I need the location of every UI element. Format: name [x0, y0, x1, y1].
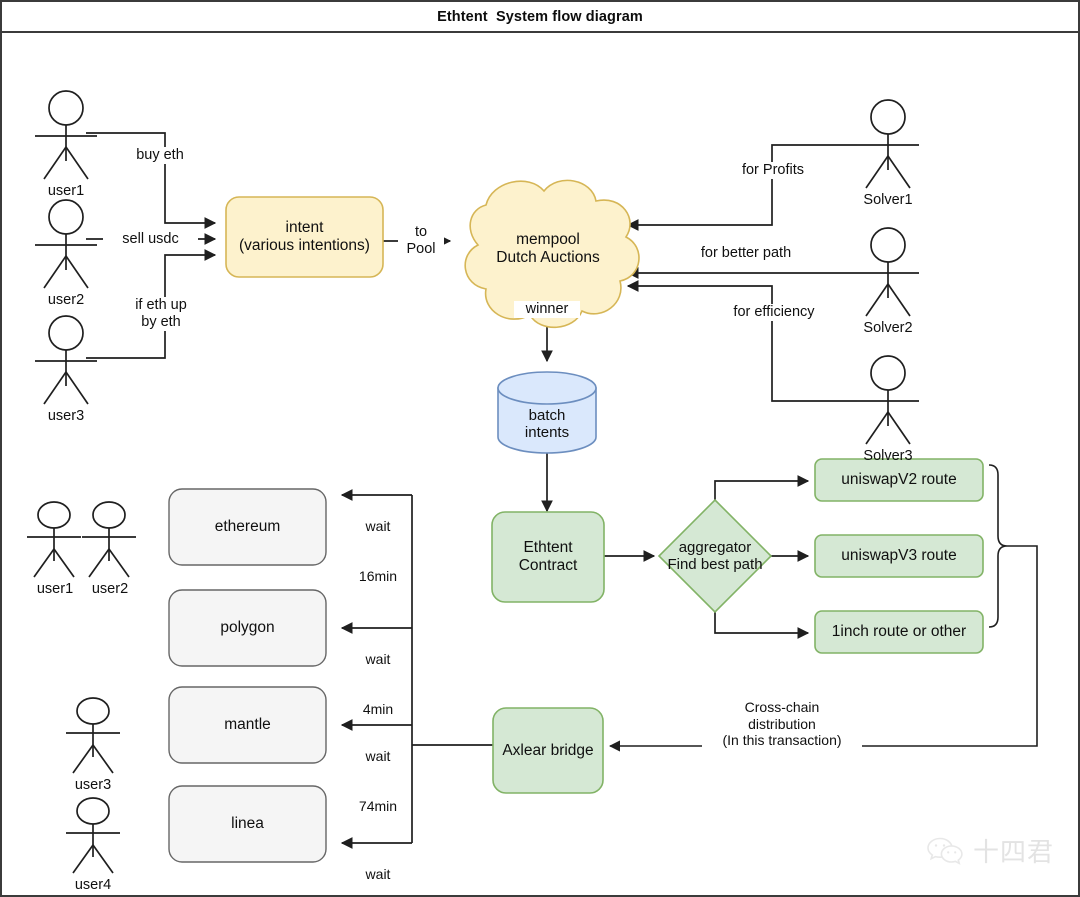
actor-user1-top — [35, 90, 97, 180]
node-1inch-route — [814, 610, 984, 654]
edge-user1-to-intent — [86, 132, 217, 229]
actor-user2-top — [35, 199, 97, 289]
node-axlear-bridge — [492, 707, 604, 794]
node-aggregator — [657, 498, 773, 614]
actor-solver3 — [857, 355, 919, 445]
actor-label-user4-bottom: user4 — [74, 877, 112, 893]
actor-solver1 — [857, 99, 919, 189]
routes-merge-brace — [988, 464, 1008, 628]
node-batch-intents — [497, 371, 597, 454]
actor-user1-bottom — [27, 501, 81, 578]
edge-aggregator-to-uniswapv2 — [714, 475, 810, 500]
actor-user2-bottom — [82, 501, 136, 578]
actor-label-solver1: Solver1 — [863, 192, 913, 208]
actor-label-user1-bottom: user1 — [36, 581, 74, 597]
actor-user3-bottom — [66, 697, 120, 774]
actor-label-solver3: Solver3 — [863, 448, 913, 464]
node-intent — [225, 196, 384, 278]
page-title: Ethtent System flow diagram — [437, 8, 643, 25]
edge-aggregator-to-1inch — [714, 612, 810, 639]
node-chain-linea — [168, 785, 327, 863]
actor-label-solver2: Solver2 — [863, 320, 913, 336]
actor-label-user3-bottom: user3 — [74, 777, 112, 793]
node-chain-polygon — [168, 589, 327, 667]
diagram-title-bar: Ethtent System flow diagram — [2, 2, 1078, 33]
node-ethtent-contract — [491, 511, 605, 603]
actor-label-user1-top: user1 — [47, 183, 85, 199]
node-mempool-cloud — [464, 179, 640, 329]
actor-user3-top — [35, 315, 97, 405]
node-uniswapv3-route — [814, 534, 984, 578]
actor-solver2 — [857, 227, 919, 317]
edge-solver3-to-mempool — [626, 280, 857, 402]
watermark-text: 十四君 — [972, 838, 1054, 868]
node-uniswapv2-route — [814, 458, 984, 502]
node-chain-mantle — [168, 686, 327, 764]
watermark: 十四君 — [926, 832, 1054, 869]
actor-label-user2-bottom: user2 — [91, 581, 129, 597]
diagram-canvas: intent (various intentions) mempool Dutc… — [2, 33, 1078, 895]
node-chain-ethereum — [168, 488, 327, 566]
edge-solver1-to-mempool — [626, 144, 857, 231]
actor-label-user3-top: user3 — [47, 408, 85, 424]
diagram-graphics — [27, 90, 1038, 874]
actor-user4-bottom — [66, 797, 120, 874]
actor-label-user2-top: user2 — [47, 292, 85, 308]
wechat-icon — [927, 837, 963, 865]
